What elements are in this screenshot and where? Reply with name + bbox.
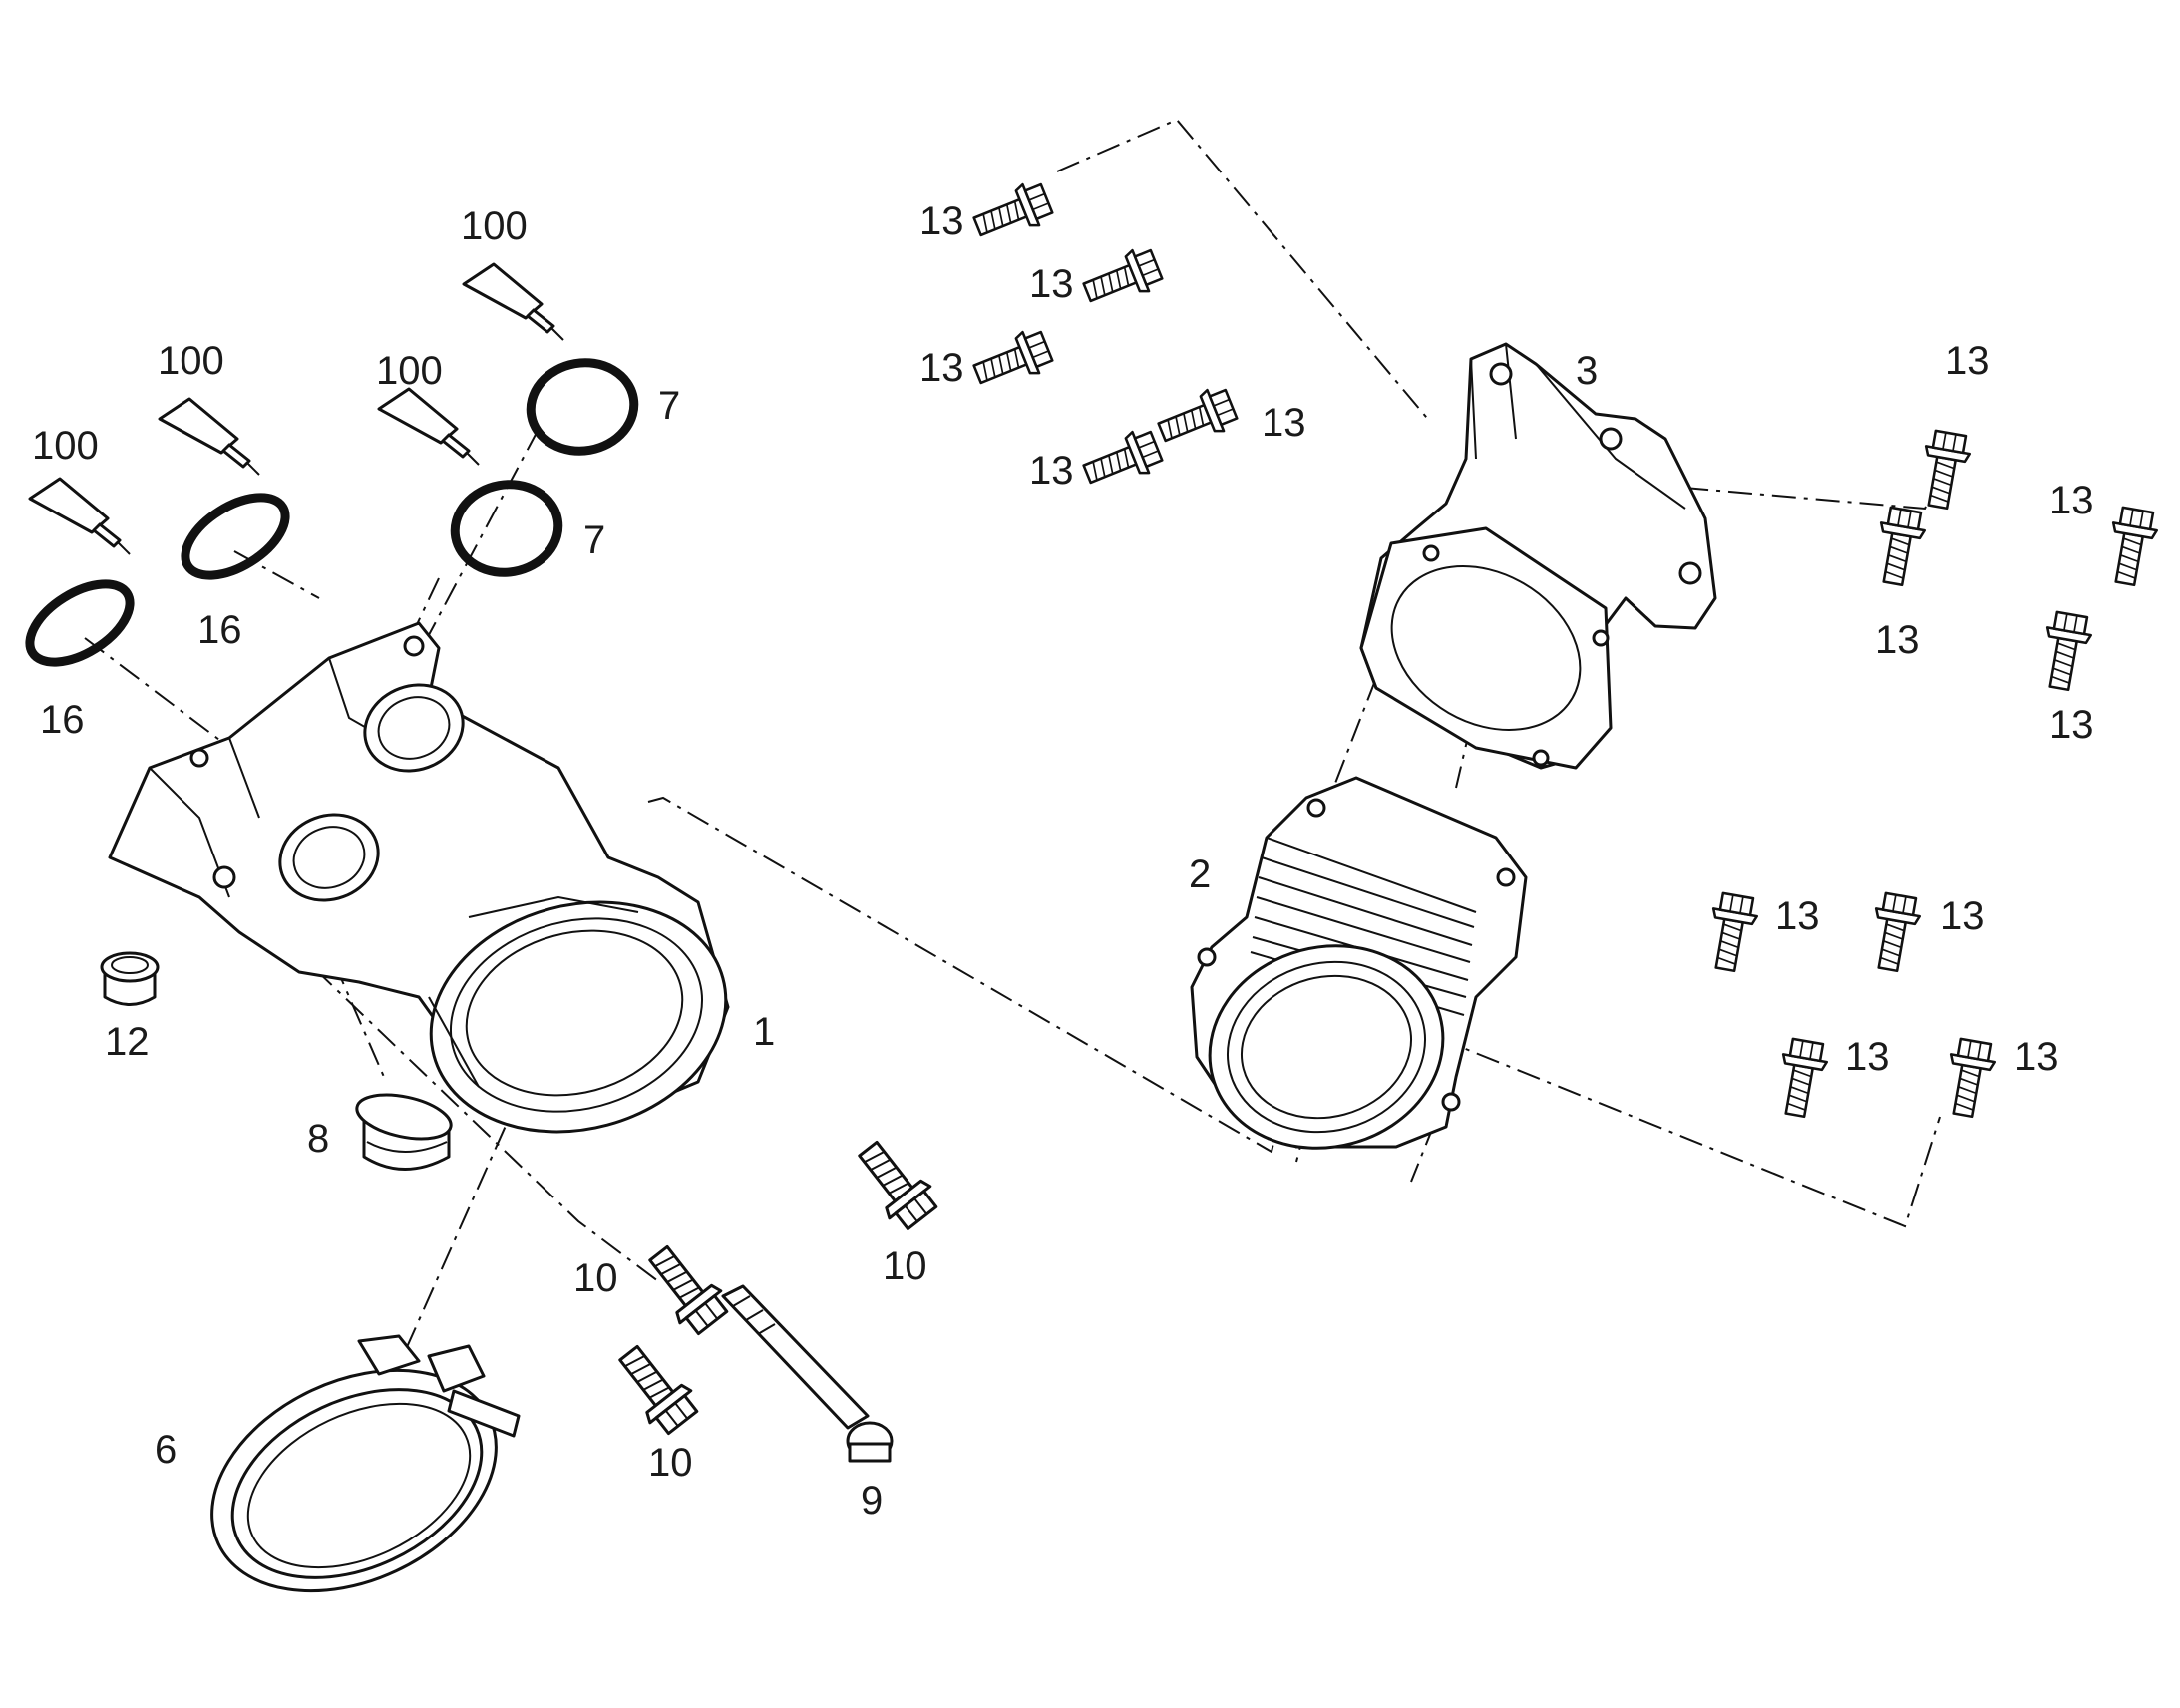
bolt-part-13-i	[2035, 609, 2095, 694]
callout-3: 3	[1576, 349, 1598, 393]
long-bolt-part-9	[721, 1284, 894, 1463]
callout-13-j: 13	[1775, 894, 1820, 938]
callout-16-lower: 16	[40, 698, 85, 742]
callout-13-g: 13	[2049, 479, 2094, 522]
callout-9: 9	[861, 1479, 883, 1523]
bolt-part-10-b	[606, 1335, 705, 1441]
callout-6: 6	[155, 1428, 177, 1472]
sealant-tube-2	[158, 397, 261, 477]
clamp-part-6	[210, 1334, 521, 1593]
callout-2: 2	[1189, 853, 1211, 896]
bolt-part-13-k	[1864, 890, 1924, 975]
callout-13-c: 13	[919, 346, 964, 390]
bolt-part-13-j	[1701, 890, 1761, 975]
callout-13-m: 13	[2014, 1035, 2059, 1079]
bellows-part-2	[1190, 776, 1528, 1150]
callout-10-c: 10	[883, 1244, 927, 1288]
callout-13-k: 13	[1940, 894, 1985, 938]
sealant-tube-3	[377, 387, 481, 467]
bolt-part-10-a	[636, 1235, 735, 1341]
o-ring-16-upper	[181, 493, 290, 580]
bolt-part-13-h	[2101, 505, 2161, 589]
callout-100-d: 100	[461, 204, 528, 248]
callout-16-upper: 16	[197, 608, 242, 652]
callout-8: 8	[307, 1117, 329, 1161]
callout-1: 1	[753, 1010, 775, 1054]
plug-part-12	[100, 951, 160, 1006]
callout-7-lower: 7	[583, 518, 605, 562]
housing-part-1	[108, 621, 730, 1134]
o-ring-7-lower	[450, 480, 563, 577]
callout-13-e: 13	[1029, 449, 1074, 493]
callout-13-b: 13	[1029, 262, 1074, 306]
sealant-tube-1	[28, 477, 132, 556]
callout-13-l: 13	[1845, 1035, 1890, 1079]
sealant-tube-4	[462, 262, 565, 342]
cap-part-8	[355, 1093, 453, 1171]
bolt-part-13-g	[1869, 505, 1929, 589]
bolt-part-13-l	[1771, 1036, 1831, 1121]
bolt-part-10-c	[846, 1131, 944, 1236]
callout-12: 12	[105, 1020, 150, 1064]
bolt-part-13-e	[1152, 382, 1242, 455]
bolt-part-13-a	[967, 176, 1057, 249]
bolt-part-13-d	[1077, 424, 1167, 497]
callout-100-a: 100	[32, 424, 99, 468]
o-ring-16-lower	[25, 579, 135, 667]
callout-10-b: 10	[648, 1441, 693, 1485]
callout-13-f: 13	[1945, 339, 1990, 383]
callout-100-b: 100	[158, 339, 224, 383]
o-ring-7-upper	[526, 358, 639, 456]
callout-13-a: 13	[919, 199, 964, 243]
callout-10-a: 10	[573, 1256, 618, 1300]
elbow-part-3	[1359, 342, 1717, 770]
callout-13-d: 13	[1262, 401, 1306, 445]
callout-13-i: 13	[2049, 703, 2094, 747]
bolt-part-13-f	[1914, 428, 1974, 512]
callout-13-h: 13	[1875, 618, 1920, 662]
bolt-part-13-m	[1939, 1036, 1998, 1121]
callout-7-upper: 7	[658, 384, 680, 428]
callout-100-c: 100	[376, 349, 443, 393]
callout-labels: 1 2 3 6 7 7 8 9 10 10 10 12 13 13 13 13 …	[32, 199, 2094, 1523]
bolt-part-13-b	[1077, 242, 1167, 315]
bolt-part-13-c	[967, 324, 1057, 397]
